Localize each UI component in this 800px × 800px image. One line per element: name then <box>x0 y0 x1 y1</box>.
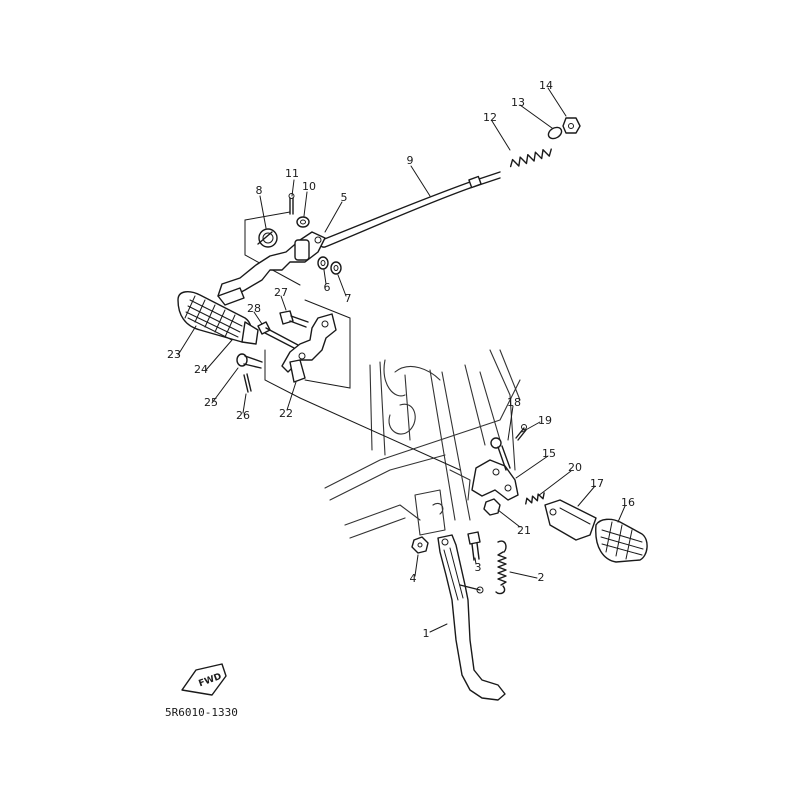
part-label: 17 <box>590 477 604 490</box>
plain-washer <box>296 216 310 228</box>
spring-20 <box>525 492 545 505</box>
cotter-pin <box>288 193 295 215</box>
part-label: 22 <box>279 407 293 420</box>
sidestand <box>437 534 506 701</box>
cotter-pin-26 <box>243 373 252 393</box>
part-label: 25 <box>204 396 218 409</box>
bolt-28 <box>257 321 299 350</box>
pin-18 <box>490 437 511 471</box>
nut-21 <box>483 498 501 516</box>
part-label: 20 <box>568 461 582 474</box>
part-label: 21 <box>517 524 531 537</box>
nut-4 <box>411 536 429 554</box>
part-label: 3 <box>475 561 482 574</box>
part-label: 14 <box>539 79 553 92</box>
part-label: 24 <box>194 363 208 376</box>
footrest-rubber-16 <box>595 518 648 563</box>
part-label: 12 <box>483 111 497 124</box>
brake-pedal <box>217 231 326 306</box>
bolt-3 <box>467 531 481 561</box>
part-label: 4 <box>410 572 417 585</box>
rod-spring <box>509 148 552 168</box>
part-label: 15 <box>542 447 556 460</box>
footrest-rubber <box>177 291 252 343</box>
part-label: 13 <box>511 96 525 109</box>
part-label: 7 <box>345 292 352 305</box>
sidestand-spring <box>495 540 507 595</box>
part-label: 2 <box>538 571 545 584</box>
part-label: 28 <box>247 302 261 315</box>
part-label: 27 <box>274 286 288 299</box>
pin-25 <box>236 353 263 369</box>
footrest <box>241 321 259 345</box>
part-label: 9 <box>407 154 414 167</box>
cap-nut <box>562 117 581 134</box>
return-spring <box>257 228 278 248</box>
footrest-bracket-right <box>471 459 519 501</box>
part-label: 5 <box>341 191 348 204</box>
circlip-7 <box>330 261 342 275</box>
footrest-bracket <box>281 313 337 383</box>
part-label: 6 <box>324 281 331 294</box>
frame-outline <box>324 349 521 539</box>
bolt-27 <box>279 310 309 328</box>
part-label: 10 <box>302 180 316 193</box>
part-label: 19 <box>538 414 552 427</box>
part-label: 18 <box>507 396 521 409</box>
footrest-17 <box>544 499 597 541</box>
footrest-bracket-outline <box>244 211 461 471</box>
part-label: 16 <box>621 496 635 509</box>
washer-6 <box>317 256 329 270</box>
part-label: 23 <box>167 348 181 361</box>
part-label: 8 <box>256 184 263 197</box>
adjusting-nut <box>547 126 563 140</box>
drawing-code: 5R6010-1330 <box>165 706 238 719</box>
cotter-pin-19 <box>515 424 527 441</box>
brake-rod <box>319 171 501 248</box>
part-number-labels: 1 2 3 4 5 6 7 8 9 10 11 12 13 14 15 16 1… <box>167 79 635 640</box>
part-label: 11 <box>285 167 299 180</box>
part-label: 1 <box>423 627 430 640</box>
forward-direction-mark: FWD <box>181 663 227 696</box>
leader-lines <box>177 87 626 633</box>
part-label: 26 <box>236 409 250 422</box>
